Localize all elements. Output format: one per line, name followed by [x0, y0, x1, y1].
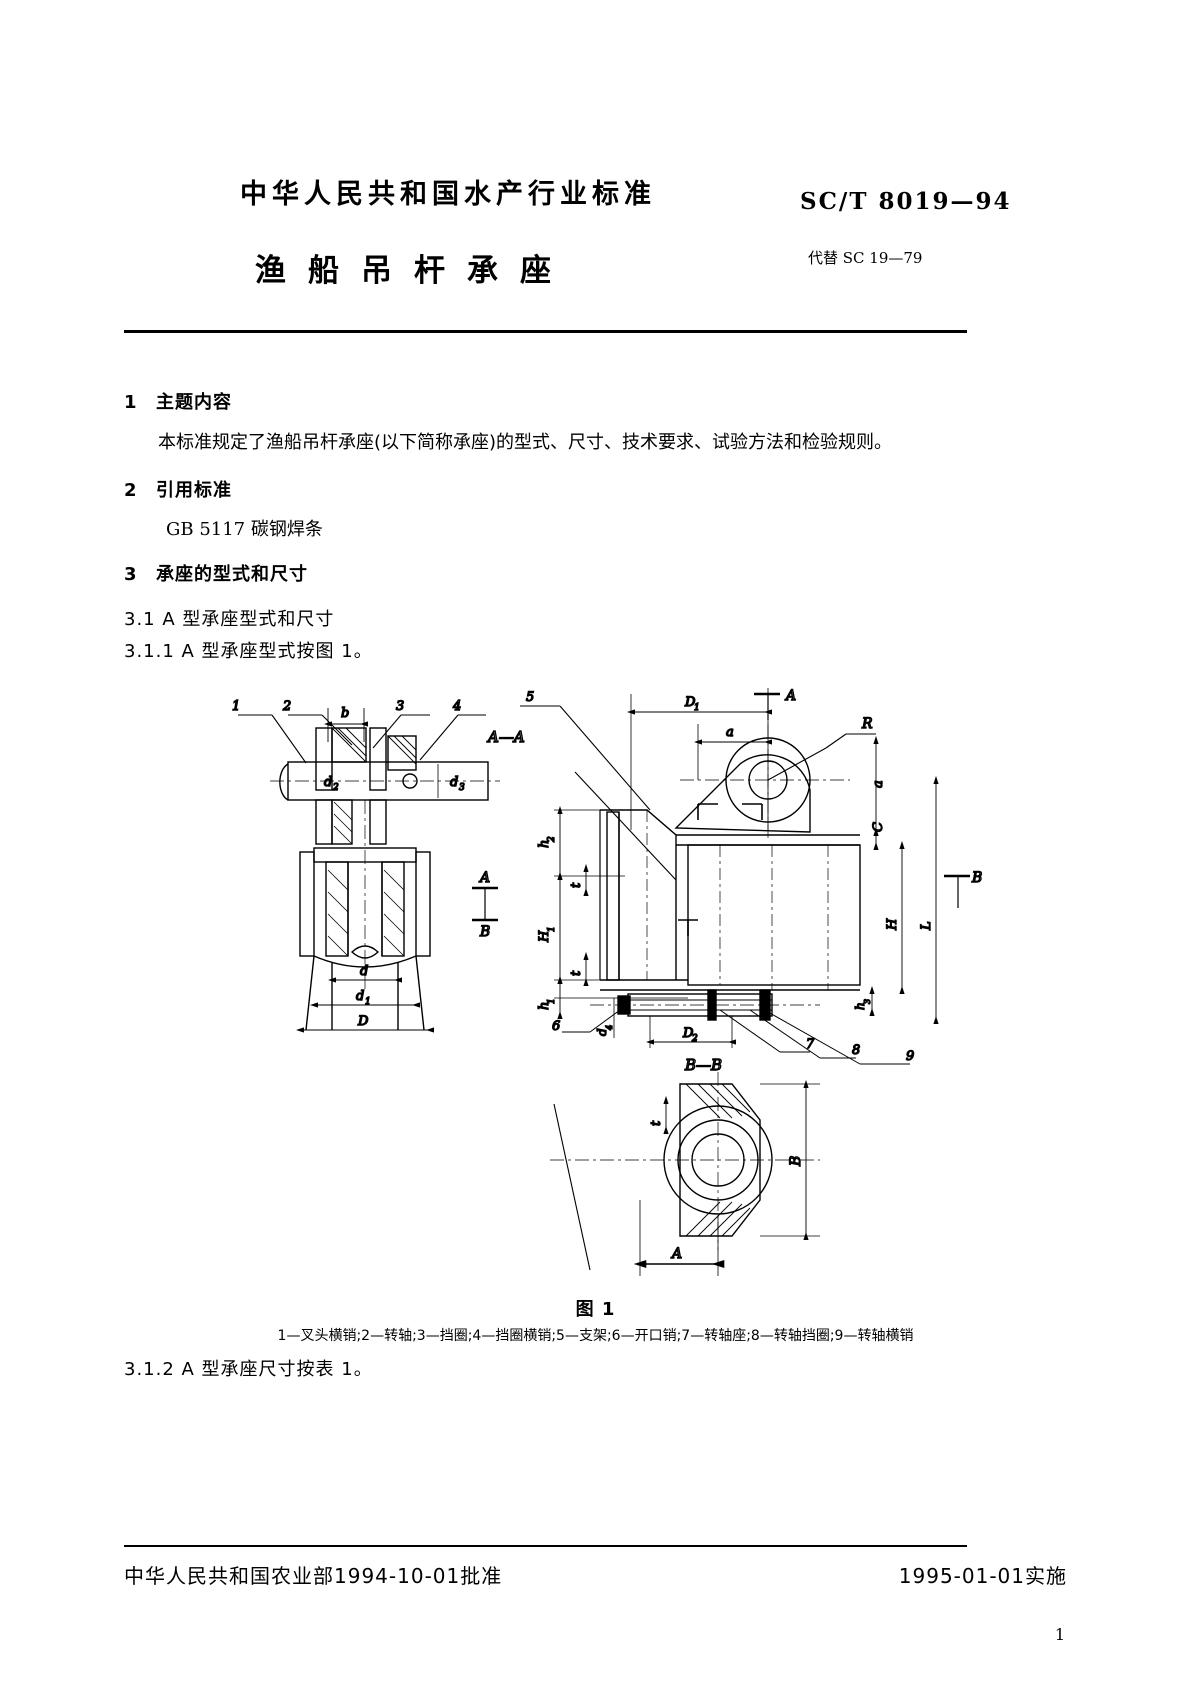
section-title-2: 引用标准: [156, 480, 232, 501]
svg-text:1: 1: [365, 997, 371, 1007]
svg-text:A: A: [784, 688, 796, 704]
svg-text:L: L: [919, 921, 934, 931]
svg-text:t: t: [569, 970, 584, 976]
svg-text:h: h: [853, 1002, 867, 1010]
svg-text:2: 2: [547, 836, 557, 843]
page-title: 渔船吊杆承座: [255, 253, 573, 289]
scope-paragraph: 本标准规定了渔船吊杆承座(以下简称承座)的型式、尺寸、技术要求、试验方法和检验规…: [158, 432, 893, 453]
svg-text:D: D: [682, 1026, 694, 1041]
standard-number: SC/T 8019—94: [800, 188, 1012, 215]
replaces-note: 代替 SC 19—79: [808, 249, 923, 267]
svg-text:t: t: [569, 882, 584, 888]
svg-text:8: 8: [852, 1043, 860, 1058]
svg-text:A—A: A—A: [486, 728, 525, 746]
svg-text:C: C: [871, 822, 886, 832]
svg-text:1: 1: [547, 926, 557, 932]
section-title-1: 主题内容: [156, 392, 232, 413]
svg-text:t: t: [649, 1120, 664, 1126]
header-divider: [124, 330, 967, 333]
svg-text:b: b: [341, 706, 349, 721]
figure-1-drawing: 1 2 3 4 b: [120, 680, 1070, 1300]
svg-text:6: 6: [552, 1019, 560, 1034]
approval-note: 中华人民共和国农业部1994-10-01批准: [124, 1564, 503, 1588]
svg-text:2: 2: [332, 783, 339, 793]
svg-text:B: B: [479, 924, 490, 940]
figure-caption: 图 1: [575, 1299, 616, 1320]
svg-text:7: 7: [806, 1037, 815, 1052]
svg-text:h: h: [537, 840, 552, 848]
effective-date-note: 1995-01-01实施: [898, 1564, 1067, 1588]
section-heading-1: 1 主题内容: [124, 388, 232, 414]
svg-text:B: B: [788, 1156, 804, 1167]
svg-text:D: D: [684, 695, 696, 710]
svg-text:R: R: [861, 716, 873, 732]
section-heading-3: 3 承座的型式和尺寸: [124, 560, 308, 586]
section-title-3: 承座的型式和尺寸: [156, 564, 308, 585]
svg-text:B—B: B—B: [684, 1056, 722, 1074]
svg-text:3: 3: [396, 699, 404, 714]
svg-text:H: H: [885, 918, 900, 931]
svg-text:a: a: [726, 725, 734, 740]
svg-text:A: A: [670, 1246, 682, 1262]
engineering-drawing-svg: 1 2 3 4 b: [231, 687, 983, 1276]
svg-text:d: d: [450, 775, 458, 790]
svg-text:d: d: [356, 989, 364, 1004]
svg-text:4: 4: [605, 1025, 614, 1031]
svg-text:d: d: [324, 775, 332, 790]
svg-text:1: 1: [694, 703, 700, 713]
svg-text:4: 4: [452, 699, 461, 714]
svg-text:D: D: [357, 1014, 369, 1029]
clause-3-1-2: 3.1.2 A 型承座尺寸按表 1。: [124, 1359, 373, 1380]
svg-text:3: 3: [863, 999, 872, 1004]
section-heading-2: 2 引用标准: [124, 476, 232, 502]
svg-text:2: 2: [282, 699, 291, 714]
referenced-standard: GB 5117 碳钢焊条: [166, 519, 323, 540]
svg-text:2: 2: [691, 1034, 698, 1044]
footer-divider: [124, 1545, 967, 1547]
svg-text:3: 3: [459, 783, 465, 793]
svg-text:A: A: [478, 870, 490, 886]
svg-text:a: a: [871, 780, 886, 788]
section-number-2: 2: [124, 480, 138, 501]
standard-org-title: 中华人民共和国水产行业标准: [240, 179, 656, 210]
section-number-3: 3: [124, 564, 138, 585]
clause-3-1: 3.1 A 型承座型式和尺寸: [124, 609, 335, 630]
page-number: 1: [1054, 1625, 1065, 1644]
svg-text:d: d: [595, 1028, 609, 1036]
svg-text:1: 1: [547, 998, 557, 1004]
clause-3-1-1: 3.1.1 A 型承座型式按图 1。: [124, 641, 373, 662]
svg-text:h: h: [537, 1002, 552, 1010]
svg-text:d: d: [360, 964, 368, 979]
svg-text:H: H: [537, 930, 552, 943]
svg-text:B: B: [971, 870, 982, 886]
svg-text:9: 9: [906, 1049, 914, 1064]
section-number-1: 1: [124, 392, 138, 413]
figure-legend: 1—叉头横销;2—转轴;3—挡圈;4—挡圈横销;5—支架;6—开口销;7—转轴座…: [277, 1328, 914, 1344]
svg-text:1: 1: [232, 699, 240, 714]
svg-text:5: 5: [526, 690, 534, 705]
